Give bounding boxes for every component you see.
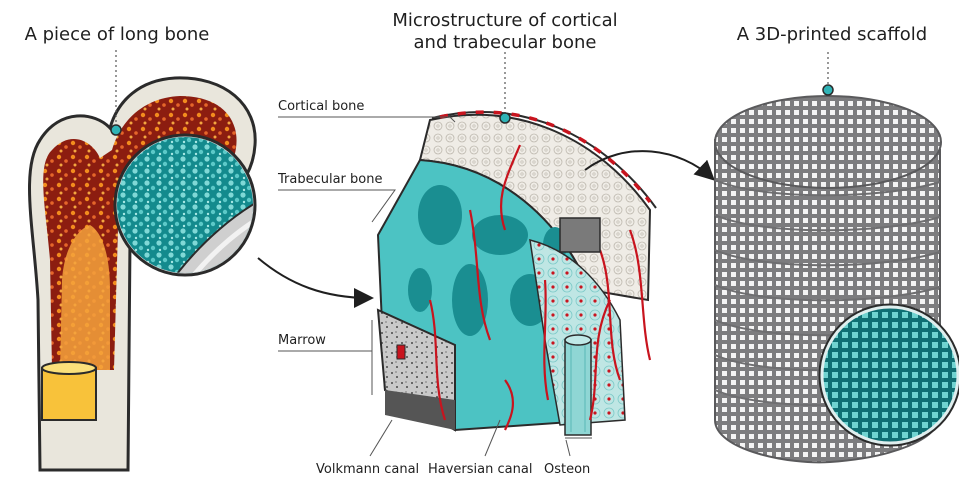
long-bone-illustration [30, 50, 270, 470]
micro-pointer-dot [500, 113, 510, 123]
label-haversian-canal: Haversian canal [428, 462, 532, 478]
scaffold-top [715, 96, 941, 188]
scaffold-illustration [715, 52, 959, 462]
bone-pointer-dot [111, 125, 121, 135]
label-volkmann-canal: Volkmann canal [316, 462, 419, 478]
label-trabecular-bone: Trabecular bone [278, 172, 382, 188]
title-microstructure-line1: Microstructure of cortical [360, 10, 650, 32]
title-microstructure-line2: and trabecular bone [360, 32, 650, 54]
title-microstructure: Microstructure of cortical and trabecula… [360, 10, 650, 54]
title-scaffold: A 3D-printed scaffold [716, 24, 948, 46]
scaffold-pointer-dot [823, 85, 833, 95]
title-long-bone: A piece of long bone [12, 24, 222, 46]
label-marrow: Marrow [278, 333, 326, 349]
marrow-vessel [397, 345, 405, 359]
bone-cut-cylinder [42, 368, 96, 420]
arrow-bone-to-micro [258, 258, 370, 298]
osteon-cylinder [565, 335, 591, 435]
label-cortical-bone: Cortical bone [278, 99, 364, 115]
cortical-notch [560, 218, 600, 252]
label-osteon: Osteon [544, 462, 590, 478]
microstructure-block [378, 52, 656, 435]
bone-cut-top [42, 362, 96, 374]
